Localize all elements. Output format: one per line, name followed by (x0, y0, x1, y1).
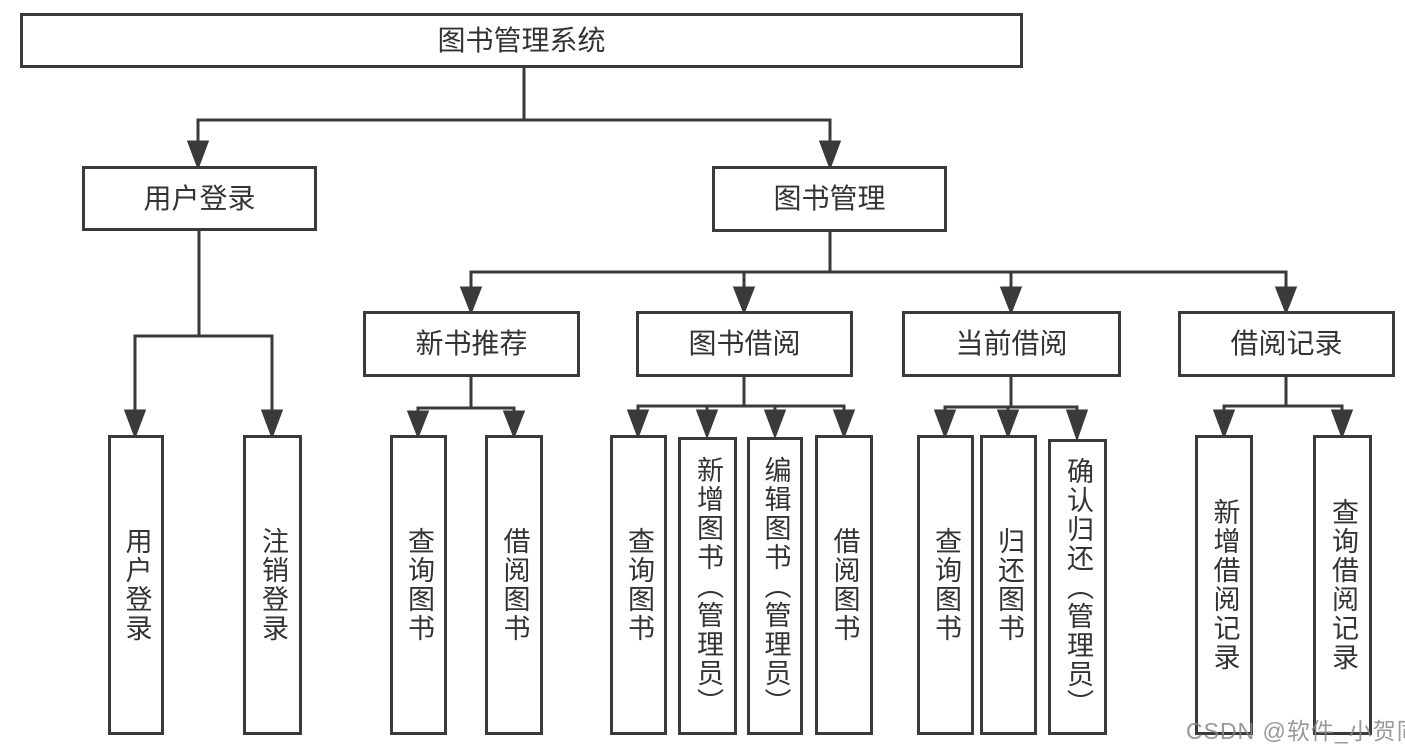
node-group-new-book-rec: 新书推荐 (363, 311, 580, 377)
connector-book-borrow-to-leaves (626, 377, 856, 440)
node-user-login-branch: 用户登录 (82, 166, 317, 231)
csdn-watermark: CSDN @软件_小贺同学 (1186, 718, 1405, 744)
node-group-current-borrow: 当前借阅 (902, 311, 1121, 377)
connector-new-book-rec-to-leaves (406, 377, 526, 440)
connector-borrow-record-to-leaves (1212, 377, 1354, 440)
node-leaf-bb-query-book: 查询图书 (610, 435, 667, 735)
node-leaf-bb-add-book-admin: 新增图书（管理员） (678, 437, 737, 735)
node-leaf-cb-return-book: 归还图书 (980, 435, 1037, 735)
node-group-book-borrow: 图书借阅 (636, 311, 853, 377)
node-root: 图书管理系统 (20, 13, 1023, 68)
node-leaf-br-query-record: 查询借阅记录 (1313, 435, 1372, 735)
node-leaf-cb-query-book: 查询图书 (917, 435, 974, 735)
node-leaf-user-login: 用户登录 (108, 435, 164, 735)
connector-book-mgmt-to-groups (459, 231, 1298, 316)
connector-current-borrow-to-leaves (933, 377, 1089, 442)
node-leaf-cb-confirm-return-admin: 确认归还（管理员） (1048, 439, 1107, 735)
connector-user-login-to-leaves (123, 230, 284, 440)
connector-root-to-branches (186, 66, 842, 171)
node-leaf-nbr-borrow-book: 借阅图书 (485, 435, 543, 735)
node-leaf-br-add-record: 新增借阅记录 (1195, 435, 1253, 735)
node-leaf-bb-borrow-book: 借阅图书 (815, 435, 873, 735)
node-leaf-nbr-query-book: 查询图书 (390, 435, 447, 735)
node-leaf-bb-edit-book-admin: 编辑图书（管理员） (747, 437, 803, 735)
node-group-borrow-record: 借阅记录 (1178, 311, 1395, 377)
node-leaf-logout: 注销登录 (243, 435, 302, 735)
node-book-mgmt-branch: 图书管理 (712, 166, 947, 232)
